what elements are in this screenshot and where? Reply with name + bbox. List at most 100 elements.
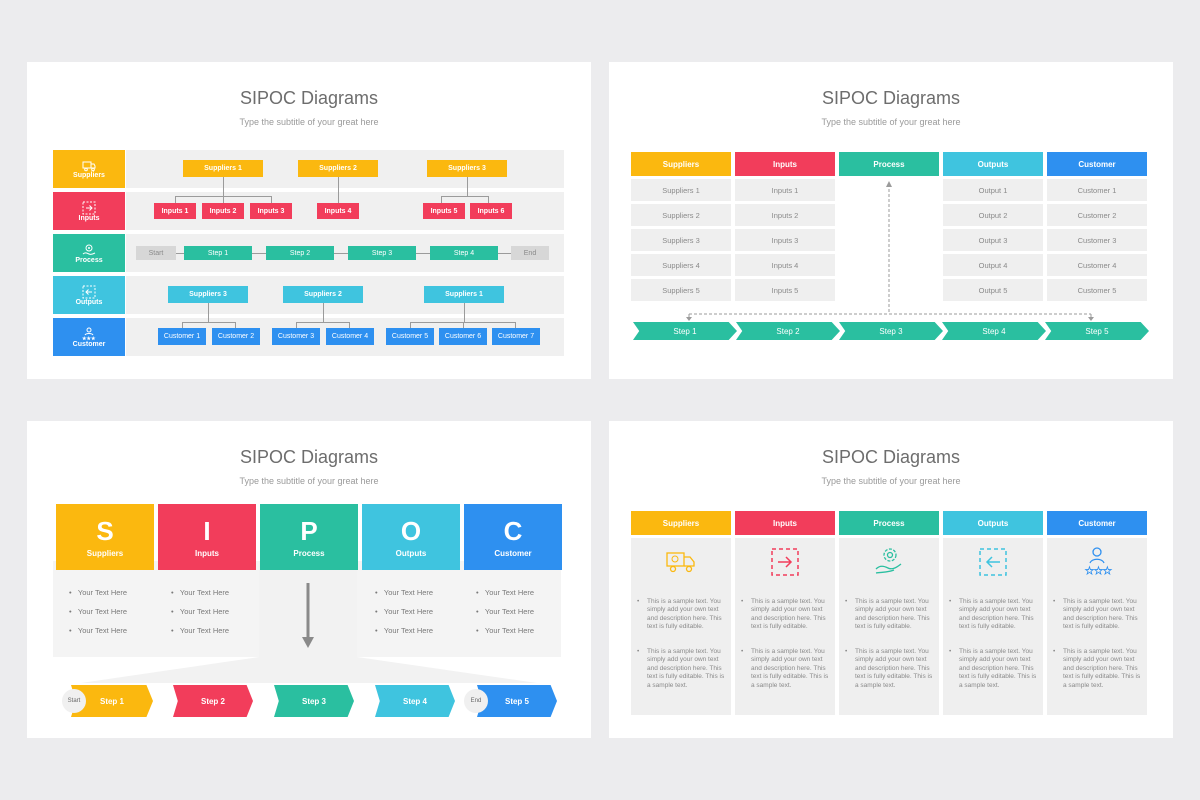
slide-title: SIPOC Diagrams bbox=[239, 88, 379, 108]
step-chevron: Step 5 bbox=[477, 685, 557, 717]
bullet-item: • Your Text Here bbox=[375, 607, 434, 616]
process-start: Start bbox=[136, 246, 176, 260]
process-step: Step 3 bbox=[348, 246, 416, 260]
bullet-item: • Your Text Here bbox=[171, 588, 230, 597]
card-text-block: •This is a sample text. You simply add y… bbox=[845, 598, 930, 631]
card bbox=[735, 538, 835, 715]
letter-block-i: I Inputs bbox=[158, 504, 256, 570]
input-icon bbox=[771, 548, 799, 576]
step-chevron: Step 2 bbox=[736, 322, 840, 340]
table-cell: Output 5 bbox=[943, 279, 1043, 301]
table-cell: Suppliers 5 bbox=[631, 279, 731, 301]
row-label-outputs: Outputs bbox=[53, 276, 125, 314]
header-outputs: Outputs bbox=[943, 152, 1043, 176]
slide-sipoc-letters[interactable]: SIPOC Diagrams Type the subtitle of your… bbox=[27, 421, 591, 738]
svg-text:★★★: ★★★ bbox=[1085, 566, 1112, 577]
input-icon bbox=[82, 201, 96, 214]
customer-box: Customer 6 bbox=[439, 328, 487, 345]
bullet-item: • Your Text Here bbox=[476, 607, 535, 616]
table-cell: Output 4 bbox=[943, 254, 1043, 276]
card-text-block: •This is a sample text. You simply add y… bbox=[741, 648, 829, 689]
input-box: Inputs 1 bbox=[154, 203, 196, 219]
bullet-item: • Your Text Here bbox=[375, 588, 434, 597]
table-cell: Suppliers 2 bbox=[631, 204, 731, 226]
letter-block-p: P Process bbox=[260, 504, 358, 570]
slide-subtitle: Type the subtitle of your great here bbox=[821, 476, 961, 486]
card-text-block: •This is a sample text. You simply add y… bbox=[637, 598, 722, 631]
header-outputs: Outputs bbox=[943, 511, 1043, 535]
table-cell: Customer 2 bbox=[1047, 204, 1147, 226]
output-icon bbox=[979, 548, 1007, 576]
supplier-box: Suppliers 1 bbox=[183, 160, 263, 177]
slide-title: SIPOC Diagrams bbox=[821, 447, 961, 467]
end-badge: End bbox=[464, 689, 488, 713]
slide-subtitle: Type the subtitle of your great here bbox=[239, 117, 379, 127]
header-suppliers: Suppliers bbox=[631, 511, 731, 535]
row-label-process: Process bbox=[53, 234, 125, 272]
slide-sipoc-hierarchy[interactable]: SIPOC Diagrams Type the subtitle of your… bbox=[27, 62, 591, 379]
table-cell: Customer 1 bbox=[1047, 179, 1147, 201]
output-box: Suppliers 3 bbox=[168, 286, 248, 303]
table-cell: Inputs 4 bbox=[735, 254, 835, 276]
header-suppliers: Suppliers bbox=[631, 152, 731, 176]
header-process: Process bbox=[839, 152, 939, 176]
slide-title: SIPOC Diagrams bbox=[821, 88, 961, 108]
process-step: Step 1 bbox=[184, 246, 252, 260]
header-customer: Customer bbox=[1047, 511, 1147, 535]
card-text-block: •This is a sample text. You simply add y… bbox=[1053, 598, 1138, 631]
bullet-item: • Your Text Here bbox=[476, 626, 535, 635]
table-cell: Customer 3 bbox=[1047, 229, 1147, 251]
card-text-block: •This is a sample text. You simply add y… bbox=[637, 648, 725, 689]
svg-text:★★★: ★★★ bbox=[82, 336, 96, 341]
table-cell: Inputs 3 bbox=[735, 229, 835, 251]
output-box: Suppliers 1 bbox=[424, 286, 504, 303]
customer-rating-icon: ★★★ bbox=[82, 327, 96, 341]
bullet-item: • Your Text Here bbox=[476, 588, 535, 597]
table-cell: Inputs 5 bbox=[735, 279, 835, 301]
table-cell: Suppliers 3 bbox=[631, 229, 731, 251]
table-cell: Output 3 bbox=[943, 229, 1043, 251]
slide-sipoc-cards[interactable]: SIPOC Diagrams Type the subtitle of your… bbox=[609, 421, 1173, 738]
header-process: Process bbox=[839, 511, 939, 535]
gear-hand-icon bbox=[875, 548, 902, 574]
table-cell: Inputs 2 bbox=[735, 204, 835, 226]
customer-box: Customer 7 bbox=[492, 328, 540, 345]
input-box: Inputs 5 bbox=[423, 203, 465, 219]
gear-hand-icon bbox=[82, 244, 96, 255]
input-box: Inputs 3 bbox=[250, 203, 292, 219]
output-box: Suppliers 2 bbox=[283, 286, 363, 303]
step-chevron: Step 4 bbox=[375, 685, 455, 717]
truck-icon bbox=[82, 161, 96, 171]
supplier-box: Suppliers 3 bbox=[427, 160, 507, 177]
input-box: Inputs 6 bbox=[470, 203, 512, 219]
customer-box: Customer 3 bbox=[272, 328, 320, 345]
slide-sipoc-table[interactable]: SIPOC Diagrams Type the subtitle of your… bbox=[609, 62, 1173, 379]
table-cell: Suppliers 1 bbox=[631, 179, 731, 201]
table-cell: Inputs 1 bbox=[735, 179, 835, 201]
letter-block-o: O Outputs bbox=[362, 504, 460, 570]
bullet-item: • Your Text Here bbox=[69, 626, 128, 635]
row-label-suppliers: Suppliers bbox=[53, 150, 125, 188]
input-box: Inputs 4 bbox=[317, 203, 359, 219]
process-step: Step 4 bbox=[430, 246, 498, 260]
customer-box: Customer 5 bbox=[386, 328, 434, 345]
slide-title: SIPOC Diagrams bbox=[239, 447, 379, 467]
table-cell: Output 1 bbox=[943, 179, 1043, 201]
table-cell: Customer 4 bbox=[1047, 254, 1147, 276]
step-chevron: Step 4 bbox=[942, 322, 1046, 340]
output-icon bbox=[82, 285, 96, 298]
slide-subtitle: Type the subtitle of your great here bbox=[239, 476, 379, 486]
supplier-box: Suppliers 2 bbox=[298, 160, 378, 177]
card bbox=[1047, 538, 1147, 715]
step-chevron: Step 5 bbox=[1045, 322, 1149, 340]
card-text-block: •This is a sample text. You simply add y… bbox=[949, 598, 1034, 631]
table-cell: Customer 5 bbox=[1047, 279, 1147, 301]
customer-box: Customer 1 bbox=[158, 328, 206, 345]
step-chevron: Step 1 bbox=[633, 322, 737, 340]
table-cell: Suppliers 4 bbox=[631, 254, 731, 276]
process-connector bbox=[686, 181, 1094, 321]
start-badge: Start bbox=[62, 689, 86, 713]
header-inputs: Inputs bbox=[735, 152, 835, 176]
card-text-block: •This is a sample text. You simply add y… bbox=[949, 648, 1037, 689]
bullet-item: • Your Text Here bbox=[69, 607, 128, 616]
